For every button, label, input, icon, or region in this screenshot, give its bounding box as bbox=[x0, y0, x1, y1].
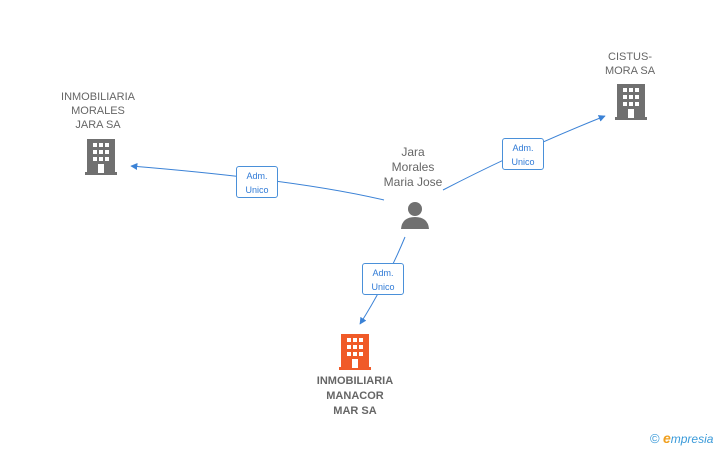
company-left-label[interactable]: INMOBILIARIA MORALES JARA SA bbox=[61, 91, 135, 131]
building-icon[interactable] bbox=[615, 84, 647, 120]
edge-person-to-left-company bbox=[130, 163, 385, 201]
brand-name: mpresia bbox=[670, 432, 714, 446]
company-main-label[interactable]: INMOBILIARIA MANACOR MAR SA bbox=[316, 375, 394, 417]
relation-label-bottom[interactable]: Adm. Unico bbox=[362, 263, 404, 295]
person-icon[interactable] bbox=[400, 200, 430, 230]
building-icon[interactable] bbox=[339, 334, 371, 370]
brand-footer[interactable]: © empresia bbox=[650, 430, 713, 446]
relation-label-right[interactable]: Adm. Unico bbox=[502, 138, 544, 170]
brand-initial: e bbox=[662, 430, 671, 446]
company-right-label[interactable]: CISTUS- MORA SA bbox=[604, 51, 656, 77]
relation-label-left[interactable]: Adm. Unico bbox=[236, 166, 278, 198]
copyright-symbol: © bbox=[650, 431, 660, 446]
person-label[interactable]: Jara Morales Maria Jose bbox=[383, 145, 443, 189]
building-icon[interactable] bbox=[85, 139, 117, 175]
